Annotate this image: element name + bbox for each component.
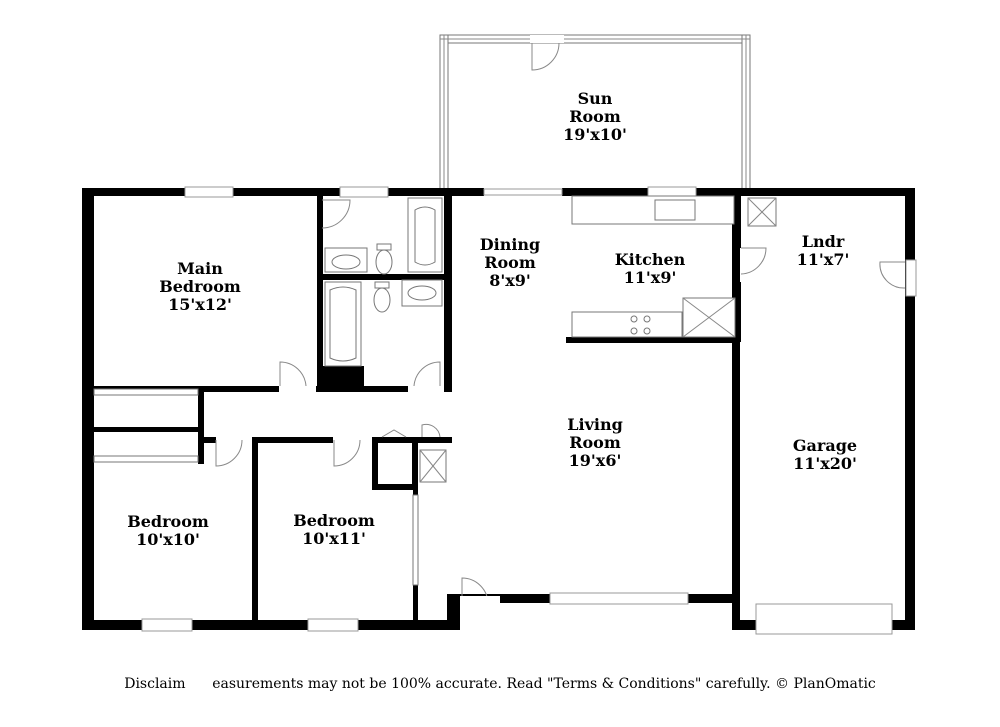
living-room-name-1: Living (567, 415, 623, 434)
dining-room-name-2: Room (484, 253, 536, 272)
bedroom-1-label: Bedroom 10'x10' (118, 513, 218, 549)
bedroom-2-label: Bedroom 10'x11' (284, 512, 384, 548)
bedroom-2-name: Bedroom (293, 511, 375, 530)
main-bedroom-label: Main Bedroom 15'x12' (145, 260, 255, 314)
bedroom-1-name: Bedroom (127, 512, 209, 531)
windows (141, 186, 893, 635)
kitchen-label: Kitchen 11'x9' (600, 251, 700, 287)
dining-room-dims: 8'x9' (489, 271, 531, 290)
disclaimer-text: Disclaim easurements may not be 100% acc… (124, 676, 876, 692)
kitchen-name: Kitchen (614, 250, 686, 269)
dining-room-label: Dining Room 8'x9' (460, 236, 560, 290)
sun-room-label: Sun Room 19'x10' (540, 90, 650, 144)
bedroom-2-dims: 10'x11' (302, 529, 366, 548)
doors (215, 199, 917, 605)
sun-room-door (530, 35, 564, 71)
sun-room-name-2: Room (569, 107, 621, 126)
dining-room-name-1: Dining (479, 235, 541, 254)
sun-room-dims: 19'x10' (563, 125, 627, 144)
main-bedroom-dims: 15'x12' (168, 295, 232, 314)
garage-dims: 11'x20' (793, 454, 857, 473)
living-room-label: Living Room 19'x6' (545, 416, 645, 470)
main-bedroom-name-2: Bedroom (159, 277, 241, 296)
sun-room-name-1: Sun (577, 89, 613, 108)
kitchen-dims: 11'x9' (623, 268, 677, 287)
garage-name: Garage (792, 436, 858, 455)
laundry-label: Lndr 11'x7' (778, 233, 868, 269)
laundry-dims: 11'x7' (796, 250, 850, 269)
closet-doors (93, 388, 419, 586)
living-room-name-2: Room (569, 433, 621, 452)
bedroom-1-dims: 10'x10' (136, 530, 200, 549)
fixtures (324, 195, 777, 483)
sun-room-walls (439, 34, 751, 191)
living-room-dims: 19'x6' (568, 451, 622, 470)
laundry-name: Lndr (801, 232, 845, 251)
garage-label: Garage 11'x20' (775, 437, 875, 473)
main-bedroom-name-1: Main (177, 259, 223, 278)
